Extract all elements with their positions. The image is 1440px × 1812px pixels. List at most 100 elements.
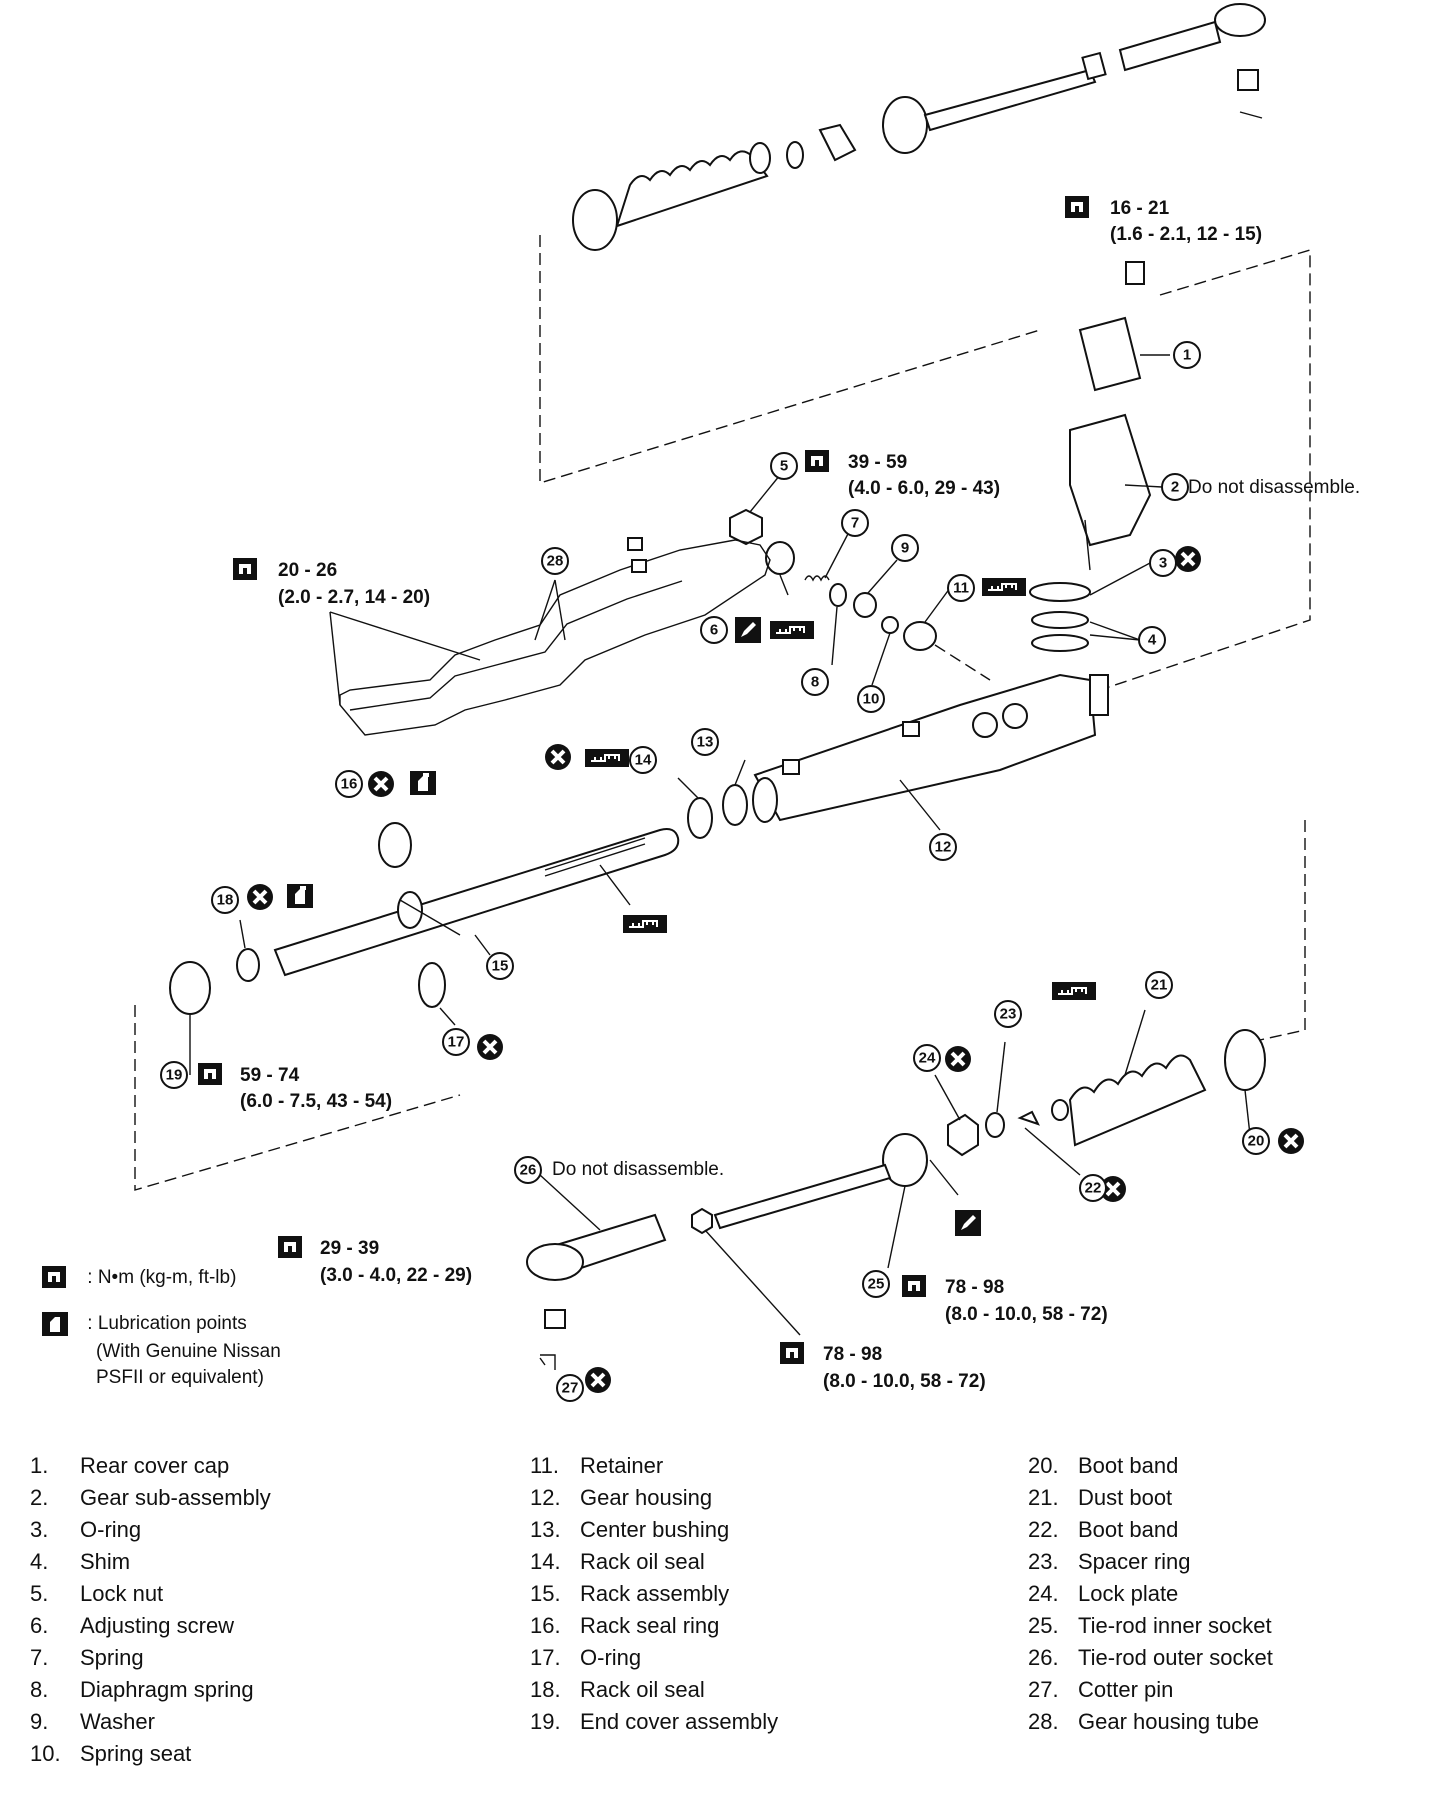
torque-callout-1: 16 - 21 (1.6 - 2.1, 12 - 15)	[1065, 196, 1262, 245]
torque-icon	[198, 1063, 222, 1085]
pen-icon	[735, 617, 761, 643]
upper-tie-rod-group	[572, 3, 1266, 251]
torque-icon	[233, 558, 257, 580]
callout-number: 6	[710, 622, 718, 639]
part-rack-oil-seal-14	[687, 797, 713, 839]
rack-group	[169, 828, 680, 1015]
part-number: 22.	[1028, 1517, 1059, 1542]
part-shim-b	[1031, 634, 1089, 652]
parts-list-item: 26.Tie-rod outer socket	[1028, 1642, 1273, 1674]
part-number: 11.	[530, 1453, 559, 1478]
parts-list-item: 4.Shim	[30, 1546, 271, 1578]
x-icon	[583, 1365, 613, 1395]
callout-28: 28	[541, 547, 569, 575]
part-housing-boss-b	[902, 721, 920, 737]
parts-list-item: 14. Rack oil seal	[530, 1546, 778, 1578]
part-rack-collar	[397, 891, 423, 929]
parts-list-item: 10.Spring seat	[30, 1738, 271, 1770]
part-lock-plate-24	[947, 1113, 979, 1157]
callout-13: 13	[691, 728, 719, 756]
note-do-not-disassemble-2: Do not disassemble.	[1188, 477, 1360, 498]
part-tube-fitting-b	[631, 559, 647, 573]
callout-numbers: 1234567891011121314151617181920212223242…	[160, 341, 1270, 1402]
parts-list-item: 13.Center bushing	[530, 1514, 778, 1546]
assembly-outline-upper	[539, 235, 1041, 484]
part-dust-boot-21	[1068, 1054, 1207, 1147]
torque-icon	[42, 1266, 66, 1288]
legend-lube: : Lubrication points	[42, 1312, 247, 1336]
parts-list-item: 20.Boot band	[1028, 1450, 1273, 1482]
svg-text:(6.0 - 7.5, 43 - 54): (6.0 - 7.5, 43 - 54)	[240, 1091, 392, 1112]
part-name: Retainer	[580, 1453, 664, 1478]
part-name: Tie-rod inner socket	[1078, 1613, 1272, 1638]
svg-text:(4.0 - 6.0, 29 - 43): (4.0 - 6.0, 29 - 43)	[848, 478, 1000, 499]
grease-icon	[622, 914, 668, 934]
part-name: Diaphragm spring	[80, 1677, 254, 1702]
part-boot-band-20	[1224, 1029, 1266, 1091]
callout-number: 4	[1148, 632, 1157, 649]
callout-21: 21	[1145, 971, 1173, 999]
x-icon	[543, 742, 573, 772]
part-name: Rear cover cap	[80, 1453, 230, 1478]
part-number: 18.	[530, 1677, 561, 1702]
callout-number: 20	[1248, 1133, 1265, 1150]
callout-number: 1	[1183, 347, 1191, 364]
part-outer-socket-upper	[1118, 20, 1222, 72]
adjusting-parts-group	[729, 508, 991, 681]
part-o-ring-17	[418, 962, 446, 1008]
svg-text:78 - 98: 78 - 98	[823, 1344, 882, 1365]
x-icon	[245, 882, 275, 912]
part-housing-boss-a	[782, 759, 800, 775]
part-rack-seal-ring	[378, 822, 412, 868]
callout-15: 15	[486, 952, 514, 980]
callout-5: 5	[770, 452, 798, 480]
parts-list-item: 28.Gear housing tube	[1028, 1706, 1273, 1738]
svg-text:(1.6 - 2.1, 12 - 15): (1.6 - 2.1, 12 - 15)	[1110, 224, 1262, 245]
part-name: Spring	[80, 1645, 144, 1670]
callout-number: 9	[901, 540, 909, 557]
callout-12: 12	[929, 833, 957, 861]
part-number: 24.	[1028, 1581, 1059, 1606]
part-number: 2.	[30, 1485, 49, 1510]
part-retainer	[903, 621, 937, 651]
callout-24: 24	[913, 1044, 941, 1072]
part-name: Rack assembly	[580, 1581, 730, 1606]
part-spring-seat	[881, 616, 899, 634]
part-gear-housing-tube	[339, 539, 771, 736]
lube-icon	[42, 1312, 68, 1336]
part-number: 26.	[1028, 1645, 1059, 1670]
part-name: Adjusting screw	[80, 1613, 235, 1638]
part-spring	[804, 575, 830, 582]
part-name: O-ring	[580, 1645, 642, 1670]
part-name: Center bushing	[580, 1517, 730, 1542]
callout-number: 12	[935, 839, 952, 856]
callout-number: 2	[1171, 479, 1179, 496]
part-shim-a	[1031, 611, 1089, 629]
part-name: Rack oil seal	[580, 1677, 705, 1702]
torque-icon	[278, 1236, 302, 1258]
part-washer	[853, 592, 877, 618]
part-name: Rack seal ring	[580, 1613, 720, 1638]
legend-torque: : N•m (kg-m, ft-lb)	[42, 1266, 236, 1290]
part-lock-plate-upper	[818, 123, 857, 162]
part-rear-cover-cap	[1078, 316, 1142, 392]
grease-icon	[981, 577, 1027, 597]
svg-text:(8.0 - 10.0, 58 - 72): (8.0 - 10.0, 58 - 72)	[823, 1371, 986, 1392]
callout-14: 14	[629, 746, 657, 774]
assembly-outline-lower-left	[134, 1005, 461, 1191]
part-number: 14.	[530, 1549, 561, 1574]
part-dust-boot-upper	[615, 150, 769, 228]
part-name: Lock plate	[1078, 1581, 1179, 1606]
part-name: Rack oil seal	[580, 1549, 705, 1574]
part-gear-sub-assembly	[1069, 413, 1152, 547]
part-inner-rod	[713, 1163, 892, 1230]
part-name: End cover assembly	[580, 1709, 779, 1734]
part-number: 1.	[30, 1453, 49, 1478]
legend-lube-line3: PSFII or equivalent)	[96, 1367, 264, 1388]
parts-list-item: 25.Tie-rod inner socket	[1028, 1610, 1273, 1642]
part-gear-housing	[753, 673, 1097, 822]
callout-23: 23	[994, 1000, 1022, 1028]
parts-list-item: 7.Spring	[30, 1642, 271, 1674]
